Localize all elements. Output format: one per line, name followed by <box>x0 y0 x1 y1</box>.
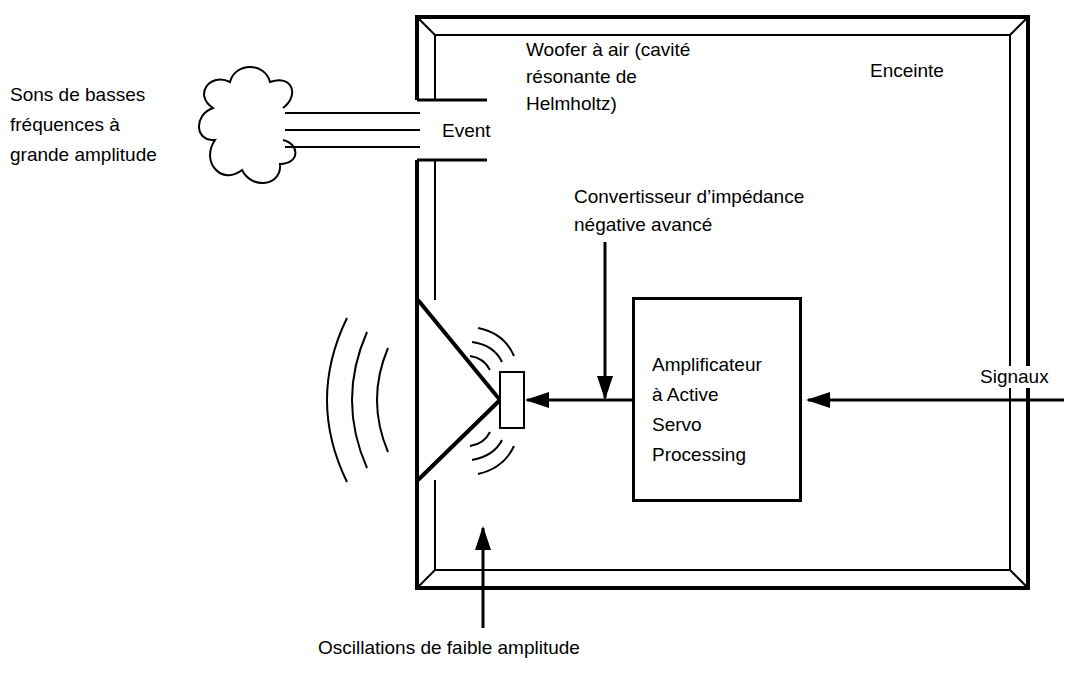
enclosure-box: EnceinteAmplificateur à Active Servo Pro… <box>415 15 1030 590</box>
enclosure-wall <box>417 17 1028 588</box>
enclosure-wall <box>434 160 436 300</box>
signal-label: Signaux <box>978 366 1051 388</box>
oscillation-waves <box>470 328 514 474</box>
speaker-cone <box>418 300 500 480</box>
oscillation-label: Oscillations de faible amplitude <box>318 637 580 659</box>
enclosure-wall <box>435 35 1010 570</box>
enclosure-label: Enceinte <box>868 60 946 82</box>
sound-cloud <box>199 67 295 183</box>
drive-arrow <box>527 399 632 402</box>
pointer-arrow <box>604 242 607 398</box>
sound-lines <box>285 113 420 147</box>
signal-arrow <box>808 399 1064 402</box>
box-text: Amplificateur à Active Servo Processing <box>652 350 772 470</box>
amplifier-box: Amplificateur à Active Servo Processing <box>632 297 802 502</box>
voice-coil <box>500 372 524 428</box>
vent-label: Event <box>442 120 491 142</box>
converter-label: Convertisseur d’impédance négative avanc… <box>574 183 836 239</box>
woofer-label: Woofer à air (cavité résonante de Helmho… <box>526 36 726 117</box>
pointer-arrow <box>482 528 485 628</box>
sound-label: Sons de basses fréquences à grande ampli… <box>10 80 180 170</box>
enclosure-wall <box>417 17 1028 588</box>
sound-waves <box>327 318 388 482</box>
